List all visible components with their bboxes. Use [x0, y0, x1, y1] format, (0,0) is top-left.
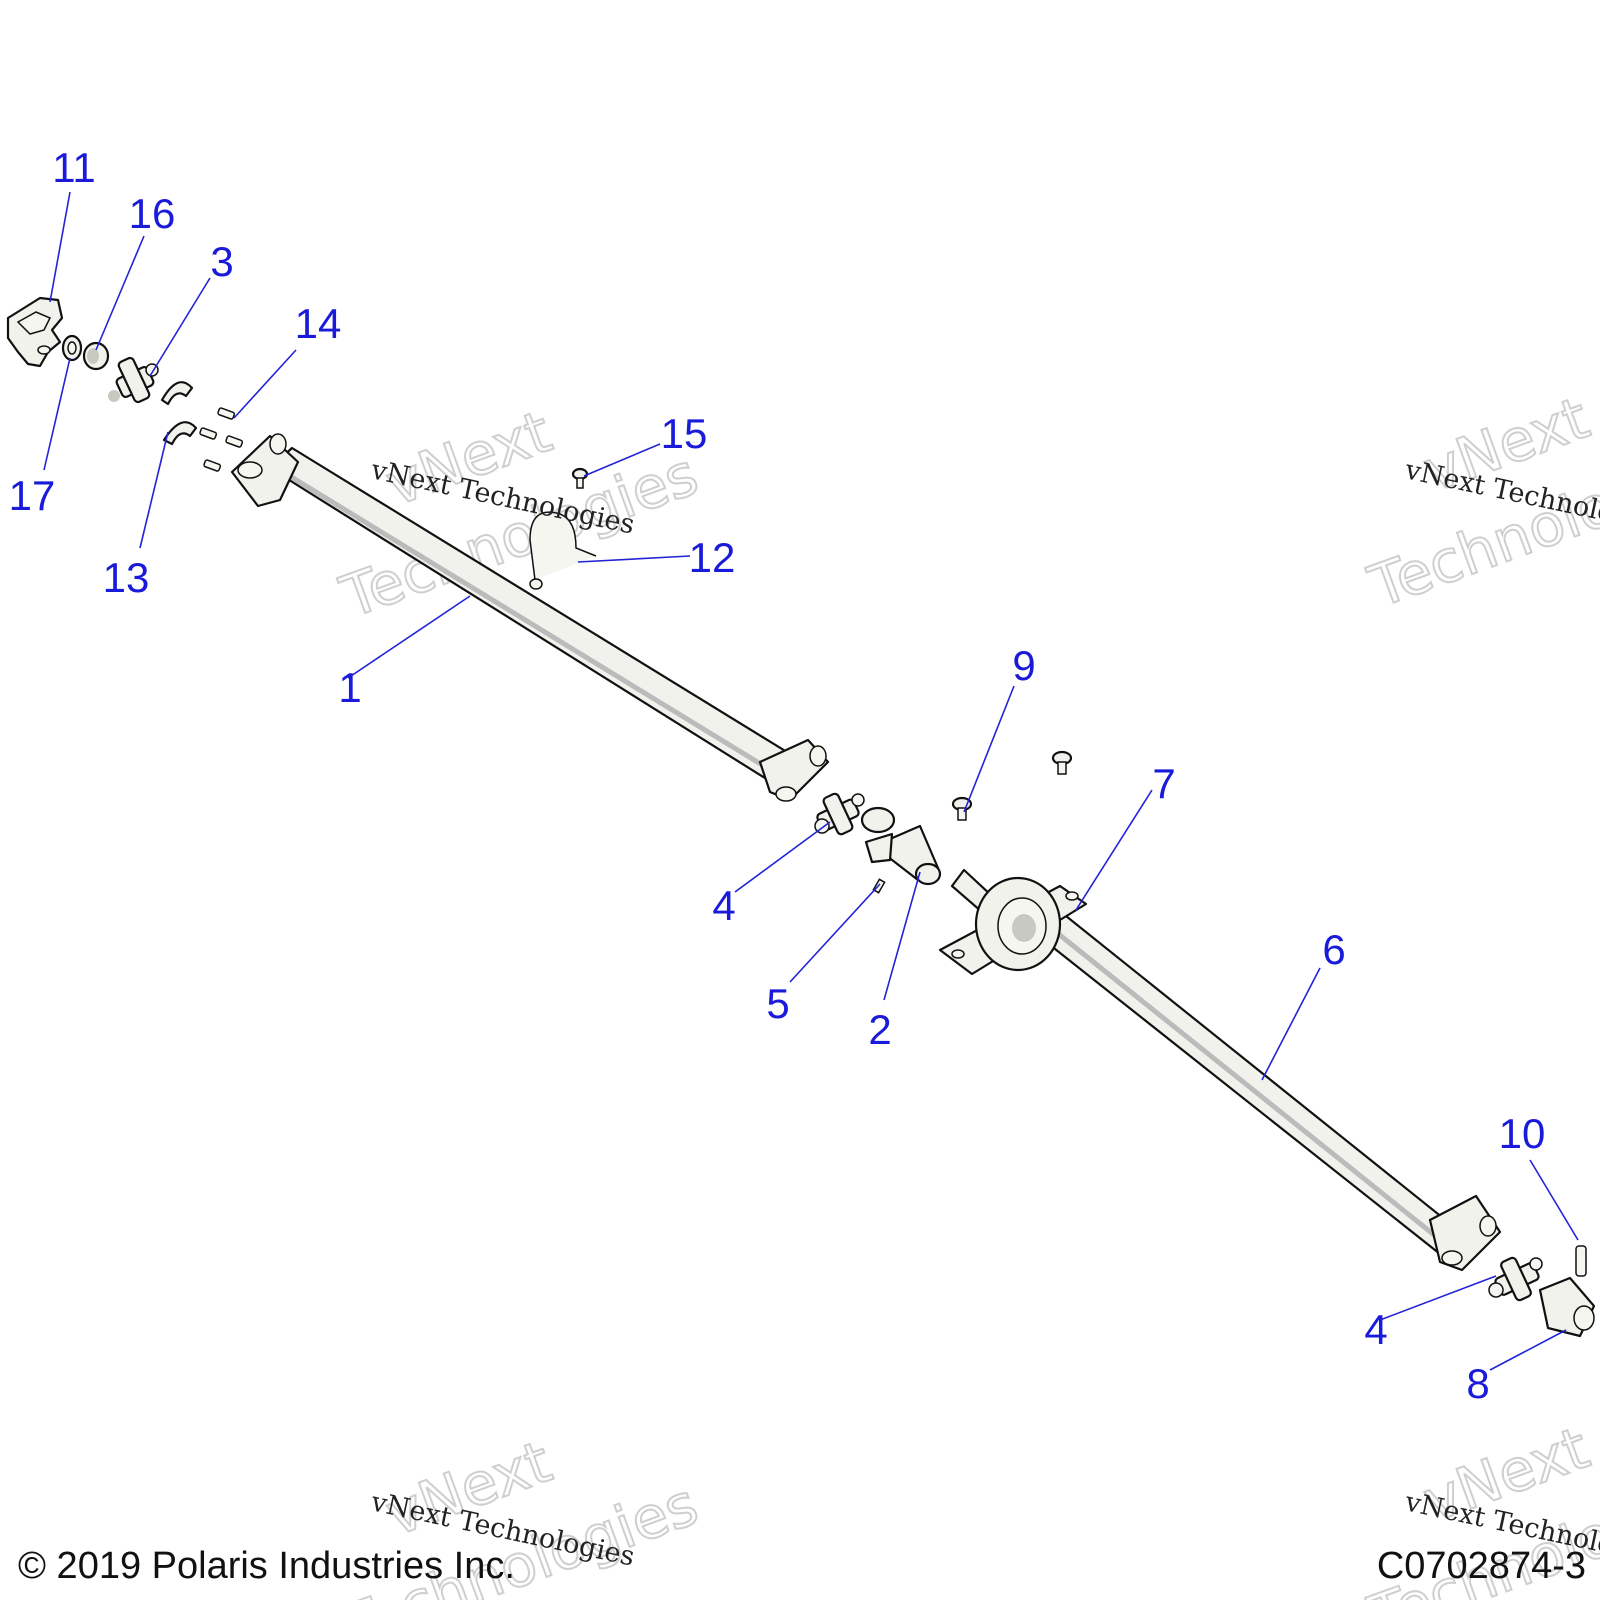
callout-5: 5 — [766, 980, 789, 1027]
bushing-part — [82, 341, 110, 371]
mounting-bolt-part — [951, 750, 1073, 821]
copyright-text: © 2019 Polaris Industries Inc. — [18, 1545, 515, 1587]
callout-15: 15 — [661, 410, 708, 457]
callout-1: 1 — [338, 664, 361, 711]
callout-2: 2 — [868, 1006, 891, 1053]
rear-propshaft-part — [950, 868, 1502, 1272]
center-bearing-part — [938, 876, 1088, 976]
end-yoke-part — [1538, 1276, 1596, 1338]
callout-4-upper: 4 — [712, 882, 735, 929]
callout-13: 13 — [103, 554, 150, 601]
u-joint-upper-part — [814, 792, 865, 836]
u-joint-cross-part — [108, 356, 159, 404]
washer-part — [61, 334, 83, 362]
callout-8: 8 — [1466, 1360, 1489, 1407]
callout-12: 12 — [689, 534, 736, 581]
u-joint-lower-part — [1488, 1256, 1543, 1302]
flange-yoke-part — [6, 296, 64, 368]
diagram-code: C0702874-3 — [1377, 1545, 1586, 1587]
roll-pin-part — [1575, 1245, 1587, 1277]
callout-14: 14 — [295, 300, 342, 347]
leader-lines — [43, 191, 1579, 1371]
callout-7: 7 — [1152, 760, 1175, 807]
slip-yoke-part — [860, 806, 942, 886]
callout-6: 6 — [1322, 926, 1345, 973]
callout-labels: 1 2 3 4 4 5 6 7 8 9 10 11 12 13 14 15 16… — [9, 144, 1546, 1407]
callout-10: 10 — [1499, 1110, 1546, 1157]
callout-9: 9 — [1012, 642, 1035, 689]
wire-clip-part — [529, 511, 597, 590]
callout-3: 3 — [210, 238, 233, 285]
front-propshaft-part — [230, 433, 830, 802]
strap-clamp-part — [160, 381, 198, 446]
callout-16: 16 — [129, 190, 176, 237]
bolt-set-part — [199, 407, 244, 472]
callout-4-lower: 4 — [1364, 1306, 1387, 1353]
callout-11: 11 — [52, 144, 96, 191]
callout-17: 17 — [9, 472, 56, 519]
